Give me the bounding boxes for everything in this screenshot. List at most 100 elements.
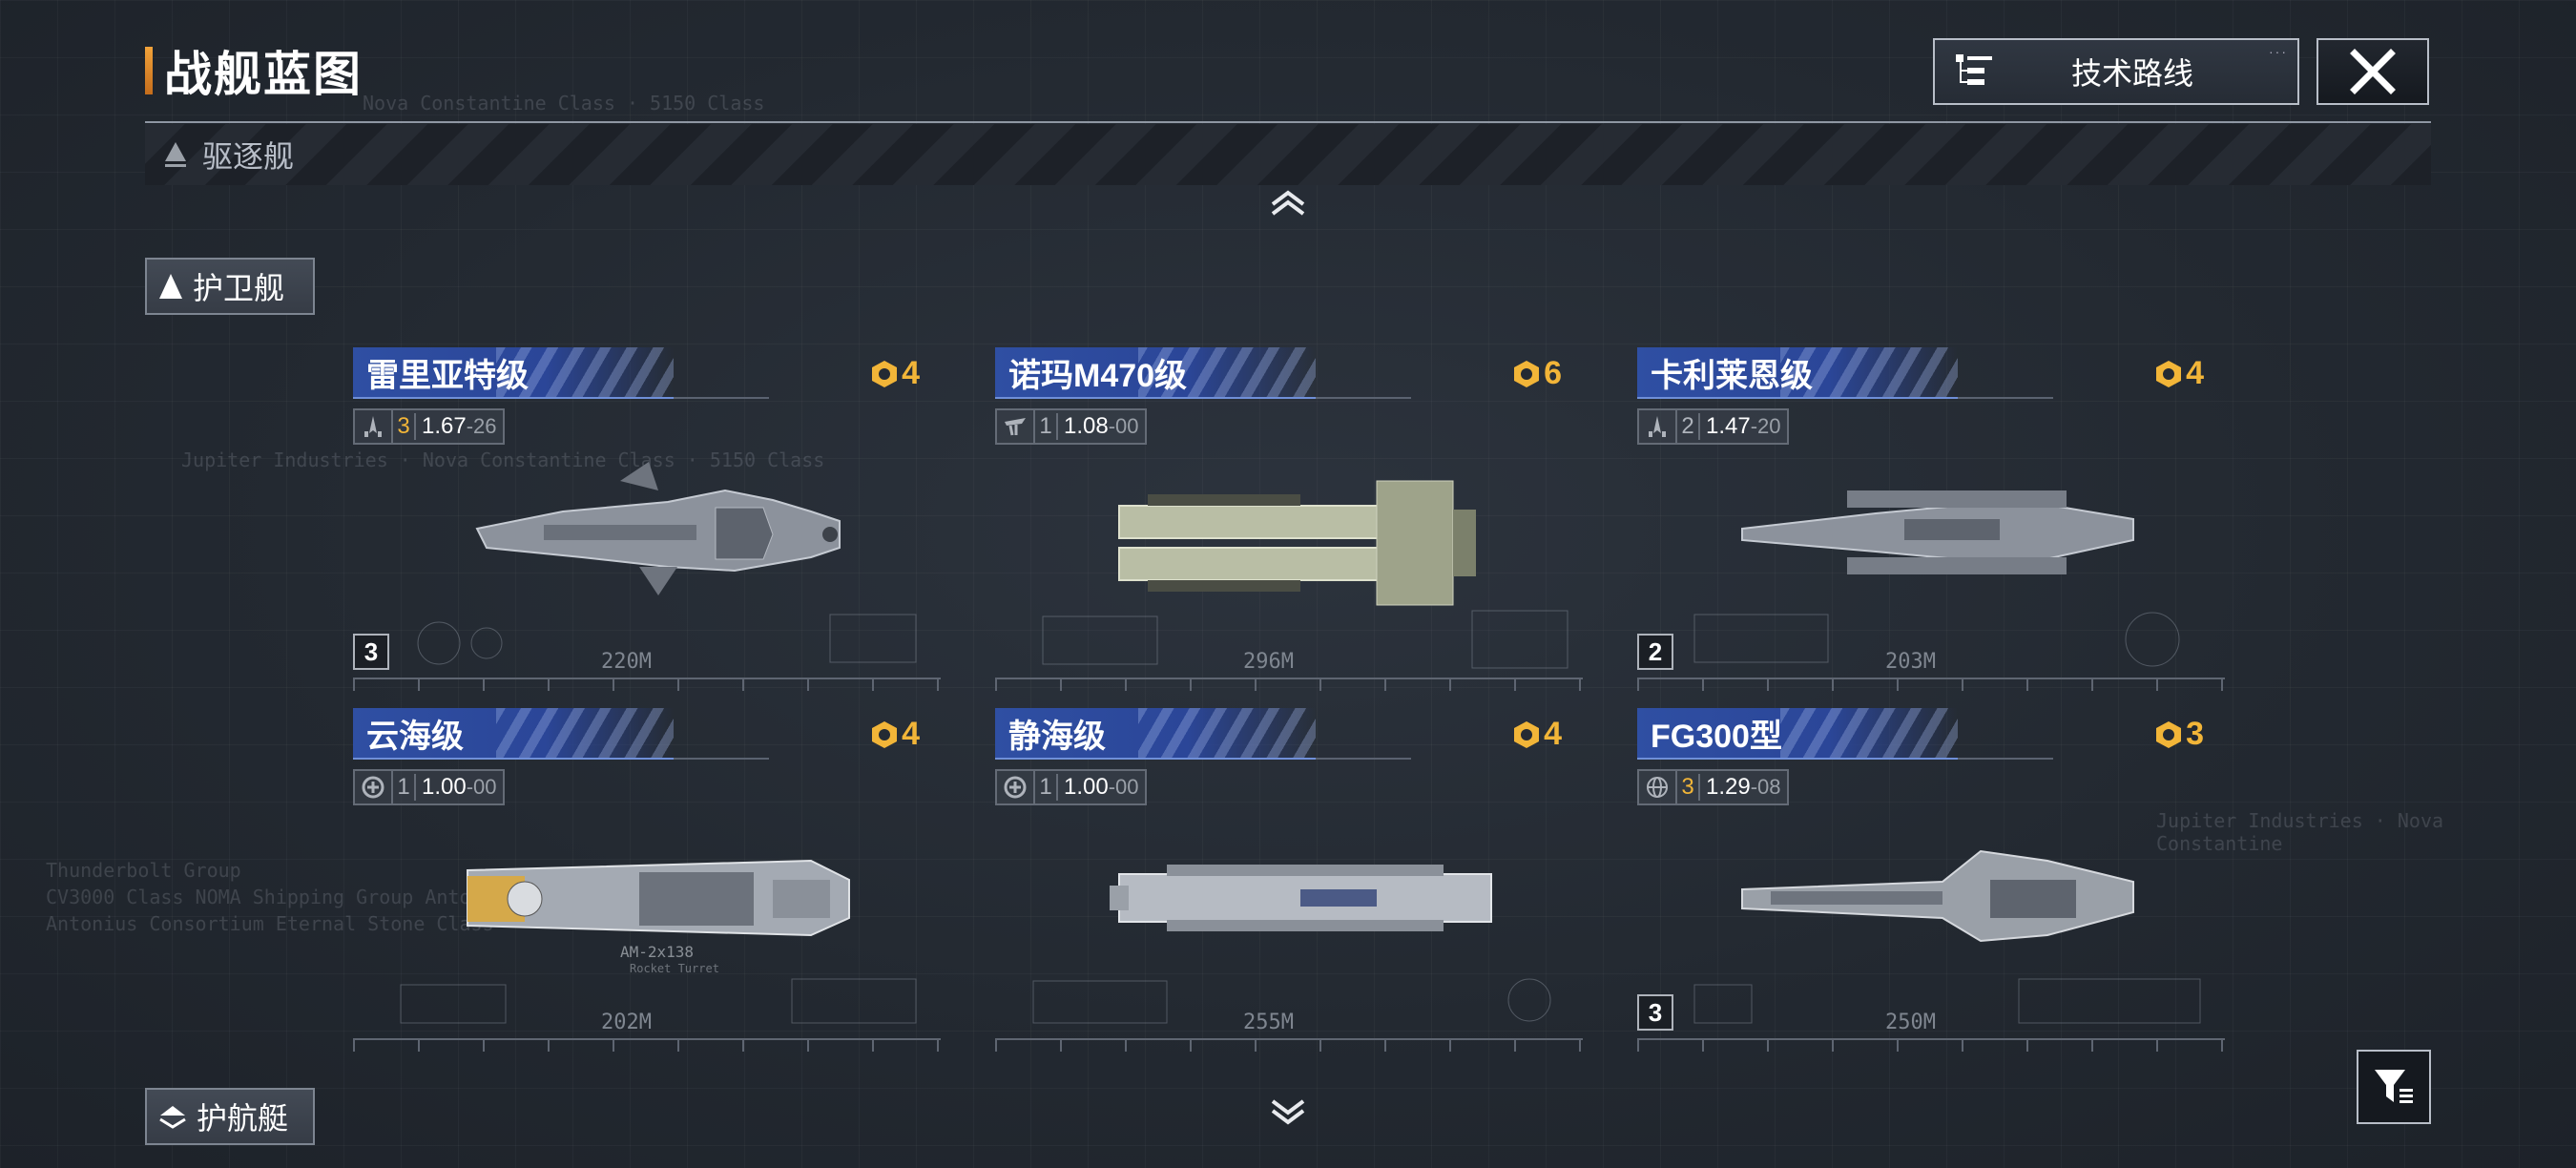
ship-name: 云海级 (366, 718, 464, 755)
ship-image (1733, 813, 2152, 985)
speed-sub: -00 (466, 775, 497, 799)
blueprint-sketch (1032, 978, 1551, 1024)
cost-value: 4 (902, 716, 920, 752)
ship-length: 202M (601, 1011, 652, 1034)
ship-card-1[interactable]: 诺玛M470级 6 1 1.08-00 296M (995, 347, 1583, 691)
ship-speed: 1.47-20 (1700, 413, 1787, 440)
filter-icon (2375, 1070, 2413, 1103)
ship-length: 203M (1885, 650, 1936, 674)
blueprint-sketch (1693, 978, 2201, 1024)
speed-main: 1.29 (1706, 774, 1751, 800)
blueprint-caption: Antonius Consortium Eternal Stone Class (46, 912, 494, 935)
ship-length: 220M (601, 650, 652, 674)
scale-ruler (353, 1038, 941, 1052)
blueprint-sketch (417, 614, 917, 665)
ship-stats: 1 1.00-00 (353, 769, 505, 805)
attack-role-icon (1639, 410, 1677, 443)
ship-cost: 6 (1511, 355, 1562, 392)
speed-sub: -00 (1108, 775, 1139, 799)
blueprint-caption: Thunderbolt Group (46, 859, 241, 882)
ship-tier-badge: 3 (353, 634, 389, 670)
ship-image (1091, 452, 1510, 624)
tech-route-label: 技术路线 (2070, 56, 2193, 91)
category-destroyer[interactable]: 驱逐舰 (145, 124, 2431, 185)
leader-line (674, 758, 769, 760)
command-point-icon (2156, 360, 2182, 387)
ship-tier-badge: 2 (1637, 634, 1673, 670)
blueprint-sketch (400, 978, 917, 1024)
attack-role-icon (355, 410, 393, 443)
category-escort[interactable]: 护卫舰 (145, 258, 315, 315)
ship-level: 1 (393, 774, 416, 801)
destroyer-label: 驱逐舰 (202, 139, 295, 174)
category-guard[interactable]: 护航艇 (145, 1088, 315, 1145)
ship-card-3[interactable]: 云海级 4 1 1.00-00 AM-2x138 Rocket Turret 2… (353, 708, 941, 1052)
ship-speed: 1.29-08 (1700, 774, 1787, 801)
title-underline (353, 758, 674, 760)
ship-length: 255M (1243, 1011, 1294, 1034)
ship-name: FG300型 (1651, 718, 1782, 755)
dots-decoration: ··· (2269, 44, 2288, 59)
ship-level: 2 (1677, 413, 1700, 440)
blueprint-sketch (1042, 610, 1568, 669)
ship-image (1091, 813, 1510, 985)
speed-main: 1.00 (1064, 774, 1109, 800)
ship-cost: 4 (869, 716, 920, 753)
turret-sublabel: Rocket Turret (630, 962, 719, 975)
escort-label: 护卫舰 (193, 271, 285, 305)
scroll-down-arrow[interactable] (1269, 1097, 1307, 1126)
command-point-icon (872, 360, 898, 387)
ship-speed: 1.00-00 (1058, 774, 1145, 801)
ship-stats: 1 1.00-00 (995, 769, 1147, 805)
ship-level: 3 (1677, 774, 1700, 801)
command-point-icon (2156, 720, 2182, 748)
ship-card-5[interactable]: FG300型 3 3 1.29-08 250M 3 (1637, 708, 2225, 1052)
ship-title-bar: FG300型 (1637, 708, 1958, 758)
ship-cost: 3 (2153, 716, 2204, 753)
header-divider (145, 121, 2431, 123)
tech-route-button[interactable]: 技术路线 ··· (1933, 38, 2299, 105)
cost-value: 4 (902, 355, 920, 391)
ship-level: 1 (1035, 413, 1058, 440)
close-icon (2350, 49, 2396, 94)
ship-name: 静海级 (1008, 718, 1106, 755)
command-point-icon (1514, 360, 1540, 387)
scale-ruler (353, 678, 941, 691)
ship-image (448, 813, 868, 985)
speed-main: 1.08 (1064, 413, 1109, 439)
chevron-up-icon (1271, 190, 1305, 216)
blueprint-caption: Jupiter Industries · Nova Constantine (2156, 809, 2444, 855)
ship-name: 卡利莱恩级 (1651, 357, 1813, 394)
leader-line (1958, 397, 2053, 399)
speed-main: 1.47 (1706, 413, 1751, 439)
blueprint-caption: Nova Constantine Class · 5150 Class (363, 92, 765, 115)
blueprint-caption: Jupiter Industries · Nova Constantine Cl… (181, 448, 825, 471)
speed-main: 1.67 (422, 413, 467, 439)
leader-line (1316, 758, 1411, 760)
ship-card-0[interactable]: 雷里亚特级 4 3 1.67-26 220M 3 (353, 347, 941, 691)
ship-name: 诺玛M470级 (1008, 357, 1188, 394)
ship-card-2[interactable]: 卡利莱恩级 4 2 1.47-20 203M 2 (1637, 347, 2225, 691)
ship-speed: 1.08-00 (1058, 413, 1145, 440)
close-button[interactable] (2316, 38, 2429, 105)
scroll-up-arrow[interactable] (1269, 189, 1307, 218)
ship-cost: 4 (2153, 355, 2204, 392)
ship-stats: 2 1.47-20 (1637, 408, 1789, 445)
globe-role-icon (1639, 771, 1677, 803)
ship-title-bar: 雷里亚特级 (353, 347, 674, 397)
filter-button[interactable] (2357, 1050, 2431, 1124)
scale-ruler (995, 678, 1583, 691)
ship-title-bar: 诺玛M470级 (995, 347, 1316, 397)
ship-title-bar: 云海级 (353, 708, 674, 758)
cost-value: 3 (2186, 716, 2204, 752)
guard-icon (159, 1106, 186, 1129)
ship-card-4[interactable]: 静海级 4 1 1.00-00 255M (995, 708, 1583, 1052)
command-point-icon (872, 720, 898, 748)
ship-speed: 1.00-00 (416, 774, 503, 801)
guard-label: 护航艇 (197, 1101, 289, 1136)
cost-value: 4 (2186, 355, 2204, 391)
chevron-down-icon (1271, 1099, 1305, 1125)
ship-stats: 3 1.29-08 (1637, 769, 1789, 805)
ship-level: 1 (1035, 774, 1058, 801)
scale-ruler (995, 1038, 1583, 1052)
